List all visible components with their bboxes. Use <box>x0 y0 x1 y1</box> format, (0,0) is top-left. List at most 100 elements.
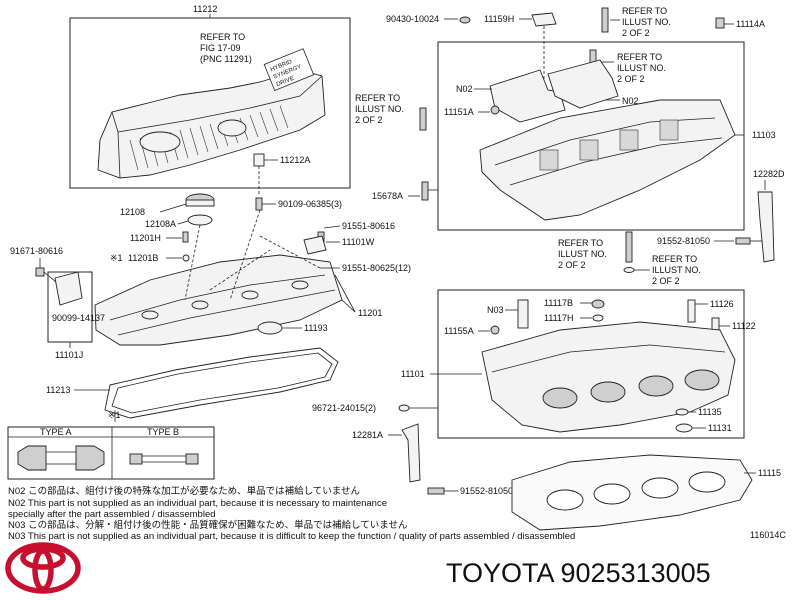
bolt-left <box>419 107 427 131</box>
oring-11117H <box>592 314 604 322</box>
label-91551-80616: 91551-80616 <box>342 221 395 231</box>
label-N03: N03 <box>487 305 504 315</box>
notes: N02 この部品は、組付け後の特殊な加工が必要なため、単品では補給していません … <box>8 485 786 542</box>
pin-11155A <box>490 325 500 335</box>
refer-r3-3: 2 OF 2 <box>617 74 645 84</box>
ring-11131 <box>675 423 693 433</box>
refer-r3-2: ILLUST NO. <box>617 63 666 73</box>
label-11101J: 11101J <box>55 350 83 360</box>
refer-r5-2: ILLUST NO. <box>558 249 607 259</box>
bearing-cap-right <box>547 59 619 109</box>
grommet-11201B <box>182 254 190 262</box>
solenoid-11101J <box>54 271 83 306</box>
label-11193: 11193 <box>304 323 328 333</box>
label-11159H: 11159H <box>484 14 514 24</box>
refer-r4-2: ILLUST NO. <box>355 104 404 114</box>
type-b-label: TYPE B <box>147 427 179 437</box>
label-15678A: 15678A <box>372 191 403 201</box>
type-a-section <box>17 445 105 471</box>
label-91552-81050-a: 91552-81050 <box>657 236 710 246</box>
refer-line-2: FIG 17-09 <box>200 43 241 53</box>
brand-part-number: TOYOTA 9025313005 <box>446 558 711 588</box>
head-bolt <box>625 231 633 263</box>
bolt-91552-b <box>427 487 445 495</box>
bracket-12281A <box>401 423 421 483</box>
grommet-11212A <box>253 153 265 167</box>
label-11101: 11101 <box>401 369 425 379</box>
gasket-90430 <box>459 16 471 24</box>
label-11212A: 11212A <box>280 155 310 165</box>
label-12108A: 12108A <box>145 219 176 229</box>
cap-gasket <box>187 214 213 226</box>
label-11201H: 11201H <box>130 233 161 243</box>
label-11201: 11201 <box>358 308 382 318</box>
head-cover-gasket <box>104 347 339 419</box>
sensor-11101W <box>303 235 327 255</box>
head-cover-group: 90109-06385(3) 12108 12108A 11201H ※1 11… <box>10 193 411 422</box>
label-11126: 11126 <box>710 299 734 309</box>
label-91551-80625: 91551-80625(12) <box>342 263 411 273</box>
note-line-4: N03 この部品は、分解・組付け後の性能・品質確保が困難なため、単品では補給して… <box>8 519 408 531</box>
label-11117H: 11117H <box>544 313 574 323</box>
bolt-90109 <box>255 197 263 211</box>
seal-11193 <box>257 321 283 335</box>
type-table: TYPE A TYPE B <box>7 426 215 480</box>
head-bolt-washer <box>623 267 635 273</box>
refer-fig-17-09: REFER TO FIG 17-09 (PNC 11291) <box>200 32 252 64</box>
label-11117B: 11117B <box>544 298 573 308</box>
label-91552-81050-b: 91552-81050 <box>460 486 513 496</box>
note-line-2: N02 This part is not supplied as an indi… <box>8 498 387 509</box>
label-11103: 11103 <box>752 130 776 140</box>
note-line-5: N03 This part is not supplied as an indi… <box>8 531 575 542</box>
combustion-chambers <box>542 369 720 409</box>
type-b-section <box>129 453 199 465</box>
label-91671-80616: 91671-80616 <box>10 246 63 256</box>
label-11122: 11122 <box>732 321 756 331</box>
refer-r6-2: ILLUST NO. <box>652 265 701 275</box>
hybrid-badge: HYBRID SYNERGY DRIVE <box>263 48 315 91</box>
cylinder-head-cover <box>94 254 343 346</box>
plug-11135 <box>675 408 689 416</box>
refer-r6-3: 2 OF 2 <box>652 276 680 286</box>
part-15678A <box>421 181 429 201</box>
refer-line-3: (PNC 11291) <box>200 54 252 64</box>
cam-housing-group: 90430-10024 11159H REFER TO ILLUST NO. 2… <box>355 6 785 263</box>
label-11155A: 11155A <box>444 326 474 336</box>
housing-journals <box>539 119 679 171</box>
label-90109: 90109-06385(3) <box>278 199 342 209</box>
head-gasket <box>511 454 753 531</box>
plug-11117B <box>591 299 605 309</box>
toyota-logo <box>5 542 81 594</box>
refer-r4-1: REFER TO <box>355 93 400 103</box>
label-11131: 11131 <box>708 423 732 433</box>
label-11201B: 11201B <box>128 253 158 263</box>
refer-r2-1: REFER TO <box>622 6 667 16</box>
type-a-label: TYPE A <box>40 427 72 437</box>
label-96721-24015: 96721-24015(2) <box>312 403 376 413</box>
label-12281A: 12281A <box>352 430 383 440</box>
head-gasket-group: 11115 <box>511 454 781 531</box>
refer-r3-1: REFER TO <box>617 52 662 62</box>
note-line-3: specially after the part assembled / dis… <box>8 509 216 520</box>
pin-11151A <box>490 105 500 115</box>
figure-id: 116014C <box>750 530 786 540</box>
label-11151A: 11151A <box>444 107 474 117</box>
bolt-11201H <box>182 231 189 243</box>
plug-11114A <box>715 17 725 29</box>
gasket-bores <box>546 471 726 511</box>
label-90430-10024: 90430-10024 <box>386 14 439 24</box>
refer-r2-2: ILLUST NO. <box>622 17 671 27</box>
label-11213: 11213 <box>46 385 70 395</box>
label-90099-14137: 90099-14137 <box>52 313 105 323</box>
bracket-12282D <box>757 191 775 263</box>
refer-r5-1: REFER TO <box>558 238 603 248</box>
bolt-91552-a <box>735 237 751 245</box>
label-N02-right: N02 <box>622 96 639 106</box>
label-12282D: 12282D <box>753 169 785 179</box>
part-11159H <box>531 12 557 27</box>
label-star1-11201B: ※1 <box>110 253 123 263</box>
label-star1-gasket: ※1 <box>108 410 121 420</box>
label-12108: 12108 <box>120 207 145 217</box>
refer-r4-3: 2 OF 2 <box>355 115 383 125</box>
